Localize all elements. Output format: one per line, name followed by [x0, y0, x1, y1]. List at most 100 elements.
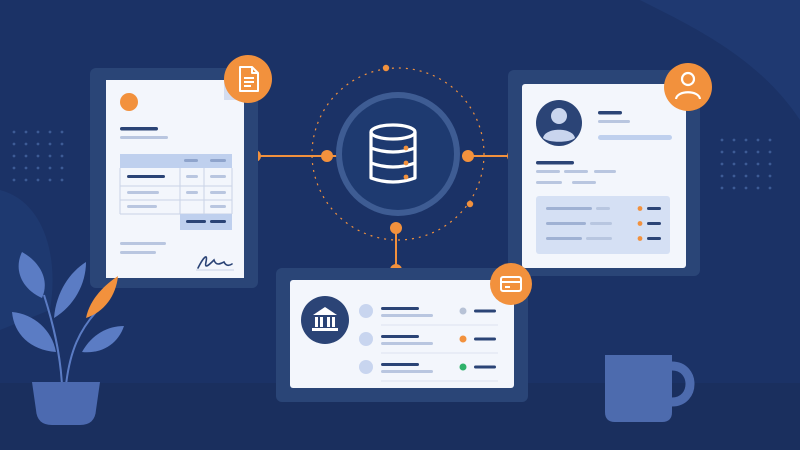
- grid-dot: [60, 142, 64, 146]
- bank-icon: [312, 307, 338, 331]
- grid-dot: [36, 142, 40, 146]
- grid-dot: [60, 178, 64, 182]
- mug-handle: [671, 361, 695, 407]
- grid-dot: [12, 142, 16, 146]
- document-icon: [239, 66, 259, 92]
- bank-account-list: [359, 304, 498, 382]
- database-hub: [311, 64, 485, 241]
- grid-dot: [768, 186, 772, 190]
- bank-account-card: [276, 268, 528, 402]
- grid-dot: [768, 138, 772, 142]
- invoice-table: [119, 154, 233, 230]
- plant-leaf: [86, 276, 118, 318]
- bank-account-row: [359, 360, 498, 382]
- grid-dot: [720, 174, 724, 178]
- grid-dot: [768, 150, 772, 154]
- grid-dot: [744, 186, 748, 190]
- plant-pot: [32, 382, 100, 425]
- status-dot: [637, 221, 643, 226]
- grid-dot: [732, 162, 736, 166]
- grid-dot: [36, 130, 40, 134]
- grid-dot: [60, 154, 64, 158]
- bank-account-row: [359, 304, 498, 326]
- account-avatar: [359, 360, 373, 374]
- grid-dot: [24, 178, 28, 182]
- invoice-logo-dot: [120, 93, 138, 111]
- profile-detail-row: [546, 221, 661, 226]
- grid-dot: [24, 166, 28, 170]
- plant-leaf: [12, 312, 56, 352]
- grid-dot: [744, 138, 748, 142]
- grid-dot: [36, 166, 40, 170]
- credit-card-icon: [500, 276, 522, 292]
- bank-account-row: [359, 332, 498, 354]
- grid-dot: [744, 174, 748, 178]
- grid-dot: [732, 138, 736, 142]
- account-avatar: [359, 332, 373, 346]
- user-icon: [674, 71, 702, 100]
- grid-dot: [24, 130, 28, 134]
- grid-dot: [48, 178, 52, 182]
- grid-dot: [768, 162, 772, 166]
- grid-dot: [36, 154, 40, 158]
- plant-leaf: [54, 262, 86, 318]
- bank-logo: [301, 296, 349, 344]
- grid-dot: [732, 186, 736, 190]
- profile-badge: [664, 63, 712, 111]
- dot-grid-left: [12, 130, 64, 182]
- grid-dot: [744, 150, 748, 154]
- plant: [12, 252, 124, 425]
- database-icon: [369, 123, 417, 184]
- grid-dot: [60, 166, 64, 170]
- grid-dot: [720, 138, 724, 142]
- grid-dot: [24, 142, 28, 146]
- status-dot: [459, 335, 467, 343]
- status-dot: [637, 236, 643, 241]
- grid-dot: [768, 174, 772, 178]
- grid-dot: [48, 130, 52, 134]
- profile-detail-row: [546, 236, 661, 241]
- grid-dot: [48, 142, 52, 146]
- grid-dot: [48, 154, 52, 158]
- grid-dot: [756, 186, 760, 190]
- connector-node: [390, 222, 402, 234]
- plant-leaf: [18, 252, 45, 298]
- grid-dot: [12, 154, 16, 158]
- grid-dot: [732, 174, 736, 178]
- invoice-badge: [224, 55, 272, 103]
- signature-mark: [197, 256, 233, 269]
- hub-core: [342, 98, 454, 210]
- background-blob: [640, 0, 800, 120]
- account-avatar: [359, 304, 373, 318]
- grid-dot: [12, 166, 16, 170]
- grid-dot: [744, 162, 748, 166]
- grid-dot: [720, 150, 724, 154]
- avatar: [536, 100, 582, 146]
- grid-dot: [60, 130, 64, 134]
- status-dot: [459, 307, 467, 315]
- hub-orbit: [311, 67, 485, 241]
- plant-leaf: [82, 326, 124, 353]
- invoice-card: [90, 68, 258, 288]
- status-dot: [637, 206, 643, 211]
- grid-dot: [756, 138, 760, 142]
- bank-badge: [490, 263, 532, 305]
- grid-dot: [732, 150, 736, 154]
- grid-dot: [12, 178, 16, 182]
- grid-dot: [756, 150, 760, 154]
- profile-detail-row: [546, 206, 661, 211]
- connector-node: [321, 150, 333, 162]
- orbit-dot: [466, 200, 474, 208]
- profile-card: [508, 70, 700, 276]
- grid-dot: [756, 174, 760, 178]
- grid-dot: [720, 162, 724, 166]
- connector-node: [462, 150, 474, 162]
- grid-dot: [24, 154, 28, 158]
- grid-dot: [48, 166, 52, 170]
- mug: [605, 355, 695, 422]
- grid-dot: [720, 186, 724, 190]
- orbit-dot: [382, 64, 390, 72]
- grid-dot: [36, 178, 40, 182]
